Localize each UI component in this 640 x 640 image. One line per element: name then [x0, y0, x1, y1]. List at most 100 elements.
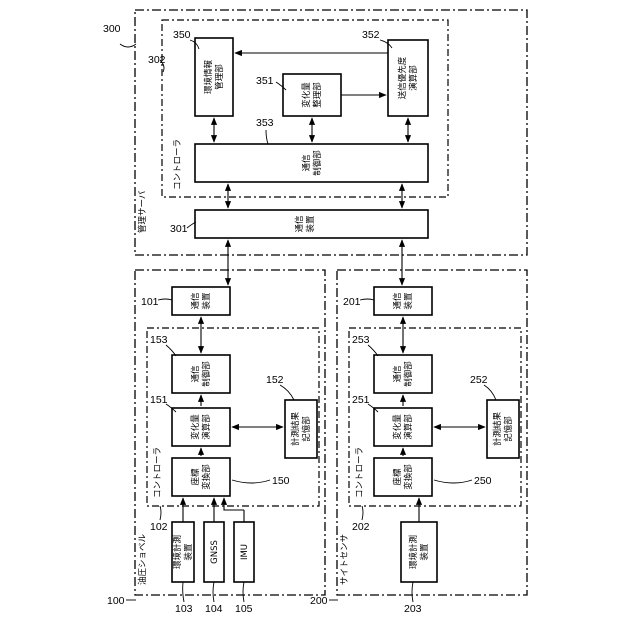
site-env-sensor-line2: 装置	[419, 543, 430, 561]
site-coord-conv-line1: 座標	[392, 468, 403, 486]
site-env-sensor-leader	[412, 582, 413, 602]
site-coord-conv-ref: 250	[474, 475, 492, 487]
excavator-comm-device-line1: 通信	[190, 292, 201, 310]
site-env-sensor-ref: 203	[404, 603, 422, 615]
site-comm-control-line2: 制御部	[403, 361, 414, 387]
site-comm-control-box	[374, 355, 432, 393]
env-info-management-box	[195, 38, 233, 116]
hydraulic-excavator: 油圧ショベル 100 コントローラ 102 通信 装置 101 通信 制御部 1…	[107, 270, 325, 615]
site-coord-conv-leader	[434, 480, 472, 483]
gnss-leader	[213, 582, 214, 602]
site-sensor: サイトセンサ 200 コントローラ 202 通信 装置 201 通信 制御部 2…	[310, 270, 527, 615]
site-comm-control-line1: 通信	[392, 365, 403, 383]
site-controller-leader	[362, 506, 363, 520]
server-controller-label: コントローラ	[173, 139, 183, 190]
site-change-calc-ref: 251	[352, 394, 370, 406]
site-comm-control-ref: 253	[352, 334, 370, 346]
excavator-comm-control-line2: 制御部	[201, 361, 212, 387]
management-server-leader	[120, 44, 136, 47]
excavator-result-store-line2: 記憶部	[301, 416, 312, 442]
site-comm-device-leader	[360, 299, 374, 300]
server-comm-control-line1: 通信	[301, 154, 312, 172]
site-result-store-box	[487, 400, 519, 458]
excavator-coord-conv-box	[172, 458, 230, 496]
server-comm-device-line2: 装置	[305, 215, 316, 233]
imu-ref: 105	[235, 603, 253, 615]
site-change-calc-line2: 演算部	[403, 414, 414, 440]
gnss-ref: 104	[205, 603, 223, 615]
priority-calc-line2: 演算部	[408, 65, 419, 91]
excavator-comm-control-line1: 通信	[190, 365, 201, 383]
excavator-ref: 100	[107, 595, 125, 607]
site-env-sensor-box	[401, 522, 437, 582]
site-coord-conv-line2: 変換部	[403, 464, 414, 490]
imu-leader	[243, 582, 244, 602]
change-organizing-box	[283, 74, 341, 116]
gnss-label: GNSS	[210, 540, 220, 564]
site-comm-device-line2: 装置	[403, 292, 414, 310]
change-organizing-ref: 351	[256, 75, 274, 87]
excavator-comm-control-box	[172, 355, 230, 393]
site-change-calc-box	[374, 408, 432, 446]
excavator-change-calc-box	[172, 408, 230, 446]
management-server-label: 管理サーバ	[137, 190, 148, 233]
excavator-controller-leader	[160, 506, 161, 520]
site-comm-device-ref: 201	[343, 296, 361, 308]
env-info-management-ref: 350	[173, 29, 191, 41]
excavator-controller-ref: 102	[150, 521, 168, 533]
excavator-coord-conv-line1: 座標	[190, 468, 201, 486]
site-sensor-label: サイトセンサ	[340, 534, 350, 585]
site-controller-label: コントローラ	[355, 447, 365, 498]
site-result-store-line2: 記憶部	[503, 416, 514, 442]
excavator-result-store-leader	[280, 385, 294, 400]
excavator-controller-label: コントローラ	[153, 447, 163, 498]
excavator-result-store-box	[285, 400, 317, 458]
imu-label: IMU	[240, 544, 250, 560]
excavator-result-store-ref: 152	[266, 374, 284, 386]
change-organizing-line1: 変化量	[301, 82, 312, 108]
server-comm-device-line1: 通信	[294, 215, 305, 233]
site-result-store-ref: 252	[470, 374, 488, 386]
priority-calc-line1: 送信優先度	[397, 56, 408, 99]
env-info-management-line1: 環境情報	[203, 60, 214, 95]
site-coord-conv-box	[374, 458, 432, 496]
excavator-result-store-line1: 計測結果	[290, 412, 301, 447]
excavator-comm-device-leader	[158, 299, 172, 300]
site-result-store-leader	[484, 385, 496, 400]
excavator-env-sensor-leader	[183, 582, 184, 602]
excavator-coord-conv-line2: 変換部	[201, 464, 212, 490]
excavator-env-sensor-ref: 103	[175, 603, 193, 615]
excavator-env-sensor-line1: 環境計測	[172, 535, 183, 569]
excavator-comm-device-line2: 装置	[201, 292, 212, 310]
priority-calc-box	[388, 40, 428, 116]
excavator-change-calc-line1: 変化量	[190, 414, 201, 440]
priority-calc-ref: 352	[362, 29, 380, 41]
excavator-comm-device-box	[172, 287, 230, 315]
excavator-comm-control-ref: 153	[150, 334, 168, 346]
site-change-calc-line1: 変化量	[392, 414, 403, 440]
change-organizing-line2: 整理部	[312, 82, 323, 108]
site-comm-device-box	[374, 287, 432, 315]
exc-line-imu-route	[224, 498, 244, 510]
excavator-comm-device-ref: 101	[141, 296, 159, 308]
server-comm-control-leader	[266, 130, 268, 144]
site-comm-device-line1: 通信	[392, 292, 403, 310]
site-result-store-line1: 計測結果	[492, 412, 503, 447]
site-controller-ref: 202	[352, 521, 370, 533]
management-server: 管理サーバ 300 コントローラ 302 環境情報 管理部 350 変化量 整理…	[103, 10, 527, 255]
excavator-label: 油圧ショベル	[137, 533, 148, 585]
server-comm-control-ref: 353	[256, 117, 274, 129]
env-info-management-line2: 管理部	[214, 64, 225, 90]
site-env-sensor-line1: 環境計測	[408, 535, 419, 569]
management-server-ref: 300	[103, 23, 121, 35]
server-comm-control-line2: 制御部	[312, 150, 323, 176]
excavator-comm-control-leader	[166, 345, 176, 356]
excavator-change-calc-line2: 演算部	[201, 414, 212, 440]
site-sensor-ref: 200	[310, 595, 328, 607]
excavator-change-calc-ref: 151	[150, 394, 168, 406]
excavator-env-sensor-line2: 装置	[183, 543, 194, 561]
excavator-coord-conv-ref: 150	[272, 475, 290, 487]
site-comm-control-leader	[368, 345, 378, 356]
server-comm-device-ref: 301	[170, 223, 188, 235]
